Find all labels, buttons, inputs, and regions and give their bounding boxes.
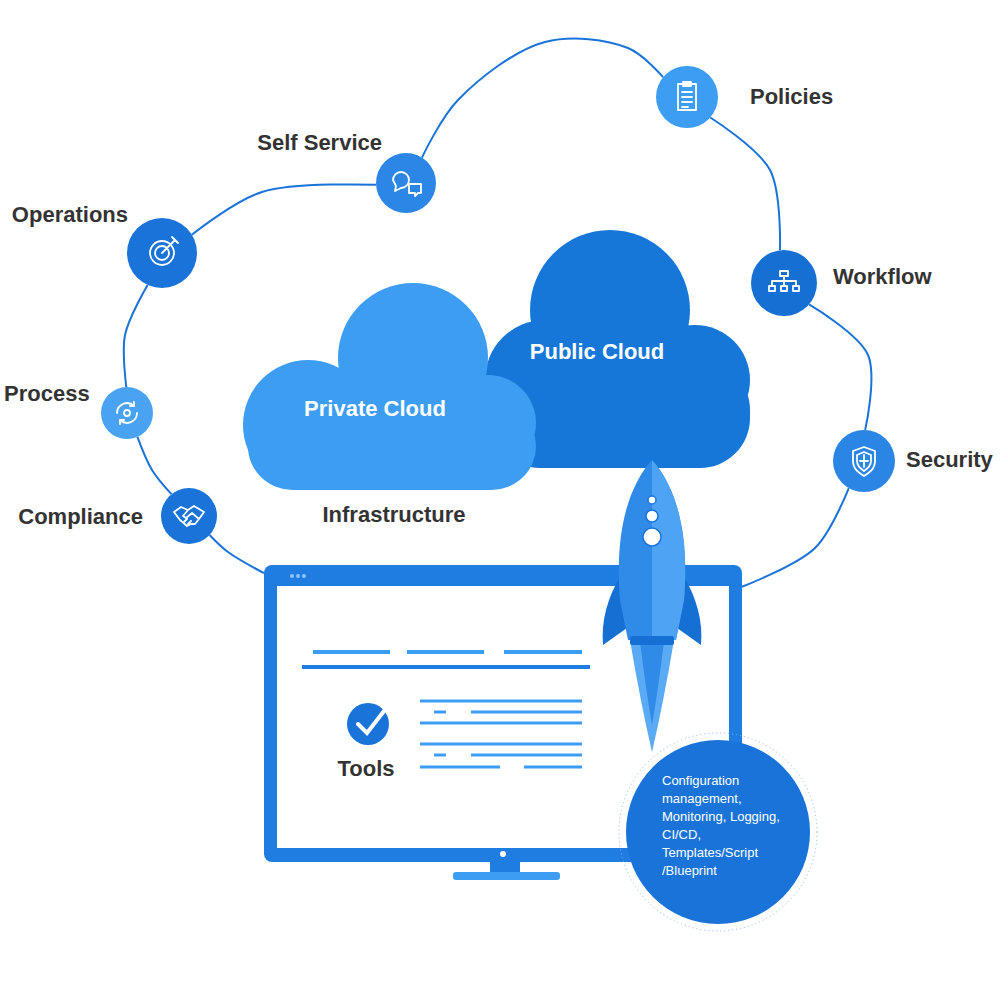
loop-connector [124, 285, 148, 387]
rocket-window [646, 510, 658, 522]
content-line [524, 766, 582, 769]
content-line [504, 650, 582, 654]
rocket-flame [630, 640, 674, 752]
content-line [302, 665, 590, 669]
rocket-window [648, 496, 656, 504]
loop-connector [422, 39, 663, 158]
loop-connector [742, 488, 849, 587]
content-line [471, 754, 582, 757]
rocket-highlight [652, 460, 685, 640]
feature-circle: Workflow [751, 250, 817, 316]
rocket-flame-core [640, 642, 664, 725]
rocket-body [619, 460, 685, 640]
content-line [420, 722, 582, 725]
window-dot [302, 574, 306, 578]
icon-symbol [853, 447, 875, 476]
icon-disc [127, 218, 197, 288]
loop-connector [710, 117, 780, 250]
node-outline [101, 387, 153, 439]
feature-label: Workflow [833, 264, 932, 290]
icon-symbol [678, 82, 696, 110]
feature-label: Process [4, 381, 90, 407]
window-dot [290, 574, 294, 578]
feature-circle: Self Service [376, 153, 436, 213]
cloud-shape: Private Cloud [248, 283, 536, 490]
node-outline [618, 732, 818, 932]
feature-circle: Policies [656, 66, 718, 128]
icon-disc [833, 430, 895, 492]
tools-disc [626, 740, 810, 924]
node-outline [248, 283, 536, 490]
window-dot [296, 574, 300, 578]
content-line [313, 650, 390, 654]
icon-disc [101, 387, 153, 439]
rocket-illustration [600, 455, 710, 755]
content-line [420, 700, 582, 703]
icon-disc [751, 250, 817, 316]
icon-symbol [393, 172, 421, 196]
loop-connector [137, 437, 171, 494]
content-line [407, 650, 484, 654]
content-line [420, 743, 582, 746]
feature-label: Self Service [257, 130, 382, 156]
rocket-nozzle [630, 636, 674, 645]
feature-circle: Operations [127, 218, 197, 288]
feature-label: Operations [12, 202, 128, 228]
node-outline [376, 153, 436, 213]
node-outline [656, 66, 718, 128]
feature-label: Security [906, 447, 993, 473]
icon-symbol [769, 271, 799, 291]
tools-circle: Configuration management, Monitoring, Lo… [618, 732, 818, 932]
power-dot [500, 851, 506, 857]
dotted-ring [619, 733, 817, 931]
icon-symbol [174, 506, 204, 526]
check-mark [358, 711, 384, 733]
icon-disc [161, 488, 217, 544]
content-line [434, 711, 446, 714]
feature-circle: Compliance [161, 488, 217, 544]
icon-disc [376, 153, 436, 213]
check-disc [347, 703, 389, 745]
content-line [420, 766, 500, 769]
cloud-label: Private Cloud [304, 396, 446, 422]
node-outline [751, 250, 817, 316]
loop-connector [192, 184, 376, 234]
node-outline [127, 218, 197, 288]
tools-label: Tools [337, 756, 394, 782]
loop-connector [210, 535, 264, 573]
content-line [434, 754, 446, 757]
icon-disc [656, 66, 718, 128]
loop-connector [809, 304, 871, 430]
cloud-label: Public Cloud [530, 339, 664, 365]
icon-symbol [150, 237, 178, 265]
tools-list: Configuration management, Monitoring, Lo… [662, 772, 786, 880]
monitor-neck [490, 861, 520, 873]
monitor-base [453, 872, 560, 880]
rocket-window [643, 528, 661, 546]
feature-circle: Security [833, 430, 895, 492]
content-line [471, 711, 582, 714]
node-outline [161, 488, 217, 544]
icon-symbol [117, 402, 137, 424]
feature-label: Compliance [18, 504, 143, 530]
feature-circle: Process [101, 387, 153, 439]
layer-label: Infrastructure [322, 502, 465, 528]
node-outline [833, 430, 895, 492]
feature-label: Policies [750, 84, 833, 110]
